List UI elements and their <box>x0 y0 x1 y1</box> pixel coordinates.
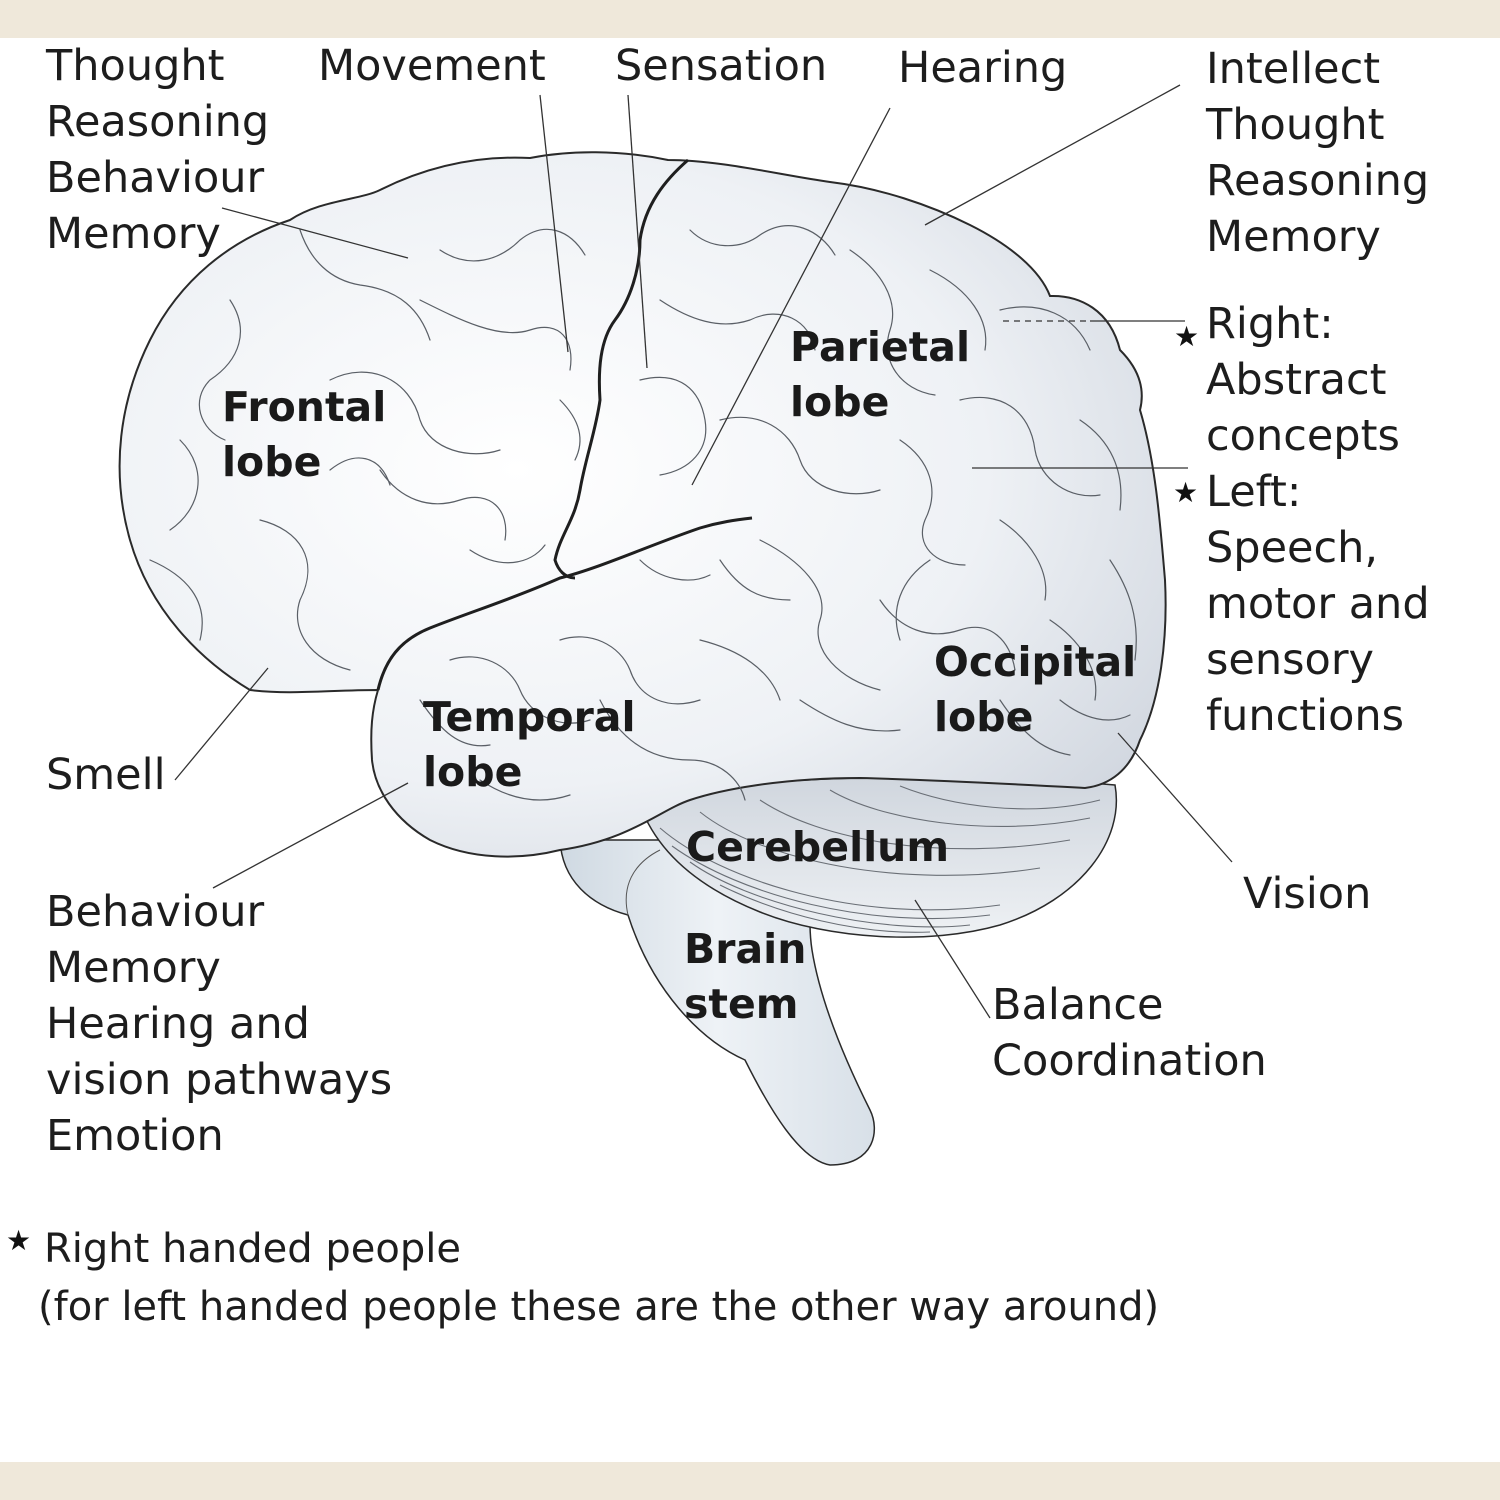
cerebrum-shape <box>118 151 1167 858</box>
footnote-star-icon: ★ <box>6 1224 32 1257</box>
hearing-label: Hearing <box>898 43 1068 93</box>
cerebellum-label: Cerebellum <box>686 823 950 871</box>
temporal-functions-label: Behaviour Memory Hearing and vision path… <box>46 887 393 1161</box>
sensation-label: Sensation <box>615 41 828 91</box>
frontal-functions-label: Thought Reasoning Behaviour Memory <box>46 41 270 259</box>
star-icon: ★ <box>1173 476 1199 509</box>
parietal-functions-label: Intellect Thought Reasoning Memory <box>1206 44 1430 262</box>
movement-label: Movement <box>318 41 546 91</box>
hemisphere-functions-label: Right: Abstract concepts Left: Speech, m… <box>1206 299 1430 741</box>
leader-lines <box>174 84 1233 1019</box>
footnote: Right handed people (for left handed peo… <box>38 1226 1160 1330</box>
star-icon: ★ <box>1174 320 1200 353</box>
vision-label: Vision <box>1243 869 1372 919</box>
cerebellum-functions-label: Balance Coordination <box>992 980 1267 1086</box>
smell-label: Smell <box>46 750 166 800</box>
